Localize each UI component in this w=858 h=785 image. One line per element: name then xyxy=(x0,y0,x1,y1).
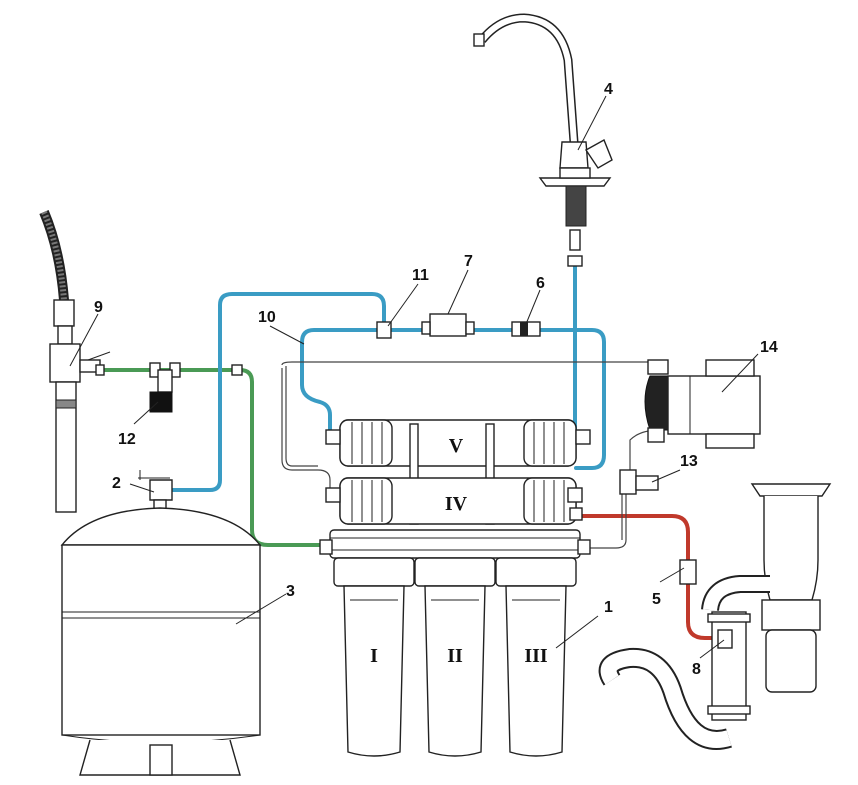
callout-5: 5 xyxy=(652,591,661,608)
clean-water-lines xyxy=(170,263,606,492)
stage-label-v: V xyxy=(449,435,464,457)
pre-filter-bracket xyxy=(319,529,591,559)
check-valve-5 xyxy=(679,559,697,585)
booster-pump xyxy=(644,359,761,449)
callout-12: 12 xyxy=(118,431,136,448)
callout-8: 8 xyxy=(692,661,701,678)
tee-11 xyxy=(376,321,392,339)
inlet-hose xyxy=(39,210,69,301)
callout-7: 7 xyxy=(464,253,473,270)
membrane-housing-iv xyxy=(325,477,583,525)
flow-restrictor-7 xyxy=(429,313,467,337)
sink-siphon xyxy=(598,483,832,750)
pre-filter-housing-ii xyxy=(414,557,496,757)
drain-line xyxy=(576,514,724,640)
inlet-valve xyxy=(49,299,111,513)
membrane-lines xyxy=(281,361,661,549)
callout-1: 1 xyxy=(604,599,613,616)
callout-2: 2 xyxy=(112,475,121,492)
stage-label-iii: III xyxy=(524,645,548,667)
post-filter-loop xyxy=(300,328,606,470)
pre-filter-housing-i xyxy=(333,557,415,757)
tank-line xyxy=(170,292,386,492)
stage-label-i: I xyxy=(370,645,378,667)
callout-13: 13 xyxy=(680,453,698,470)
feed-tee-valve xyxy=(149,362,181,413)
post-filter-housing-v xyxy=(325,419,591,525)
drain-water-lines xyxy=(576,514,724,640)
callout-6: 6 xyxy=(536,275,545,292)
faucet xyxy=(473,13,613,267)
callout-leaders xyxy=(69,95,759,659)
callout-3: 3 xyxy=(286,583,295,600)
drain-flow-valve-13 xyxy=(619,469,637,495)
feed-line-main xyxy=(98,368,330,547)
stage-label-iv: IV xyxy=(445,493,468,515)
stage-labels: I II III IV V xyxy=(370,435,548,667)
callout-9: 9 xyxy=(94,299,103,316)
callout-4: 4 xyxy=(604,81,613,98)
line-fittings xyxy=(231,313,697,585)
callout-14: 14 xyxy=(760,339,778,356)
callout-11: 11 xyxy=(412,267,429,284)
callout-numbers: 1 2 3 4 5 6 7 8 9 10 11 12 13 14 xyxy=(94,81,778,678)
callout-10: 10 xyxy=(258,309,276,326)
feed-water-lines xyxy=(98,368,330,547)
stage-label-ii: II xyxy=(447,645,463,667)
pre-filter-housing-iii xyxy=(495,557,577,757)
storage-tank xyxy=(60,470,262,776)
